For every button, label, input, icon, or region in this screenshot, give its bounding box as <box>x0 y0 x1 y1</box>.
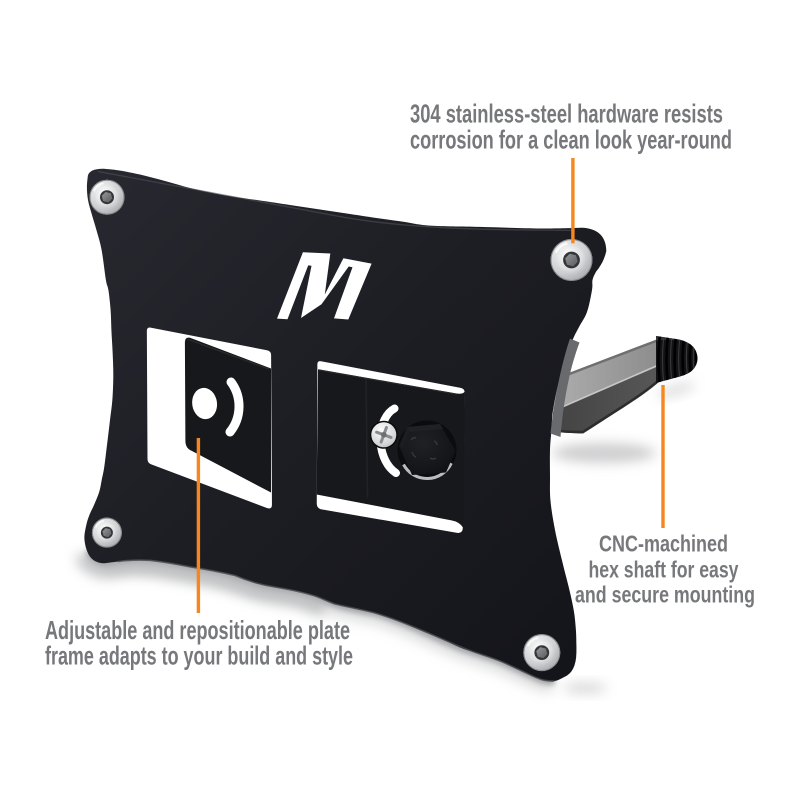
svg-text:and secure mounting: and secure mounting <box>575 582 755 608</box>
svg-text:CNC-machined: CNC-machined <box>599 531 728 557</box>
svg-text:corrosion for a clean look yea: corrosion for a clean look year-round <box>410 125 732 155</box>
svg-text:304 stainless-steel hardware r: 304 stainless-steel hardware resists <box>410 98 723 128</box>
svg-text:frame adapts to your build and: frame adapts to your build and style <box>45 640 353 670</box>
svg-text:Adjustable and repositionable: Adjustable and repositionable plate <box>45 615 350 645</box>
svg-text:hex shaft for easy: hex shaft for easy <box>589 557 739 583</box>
